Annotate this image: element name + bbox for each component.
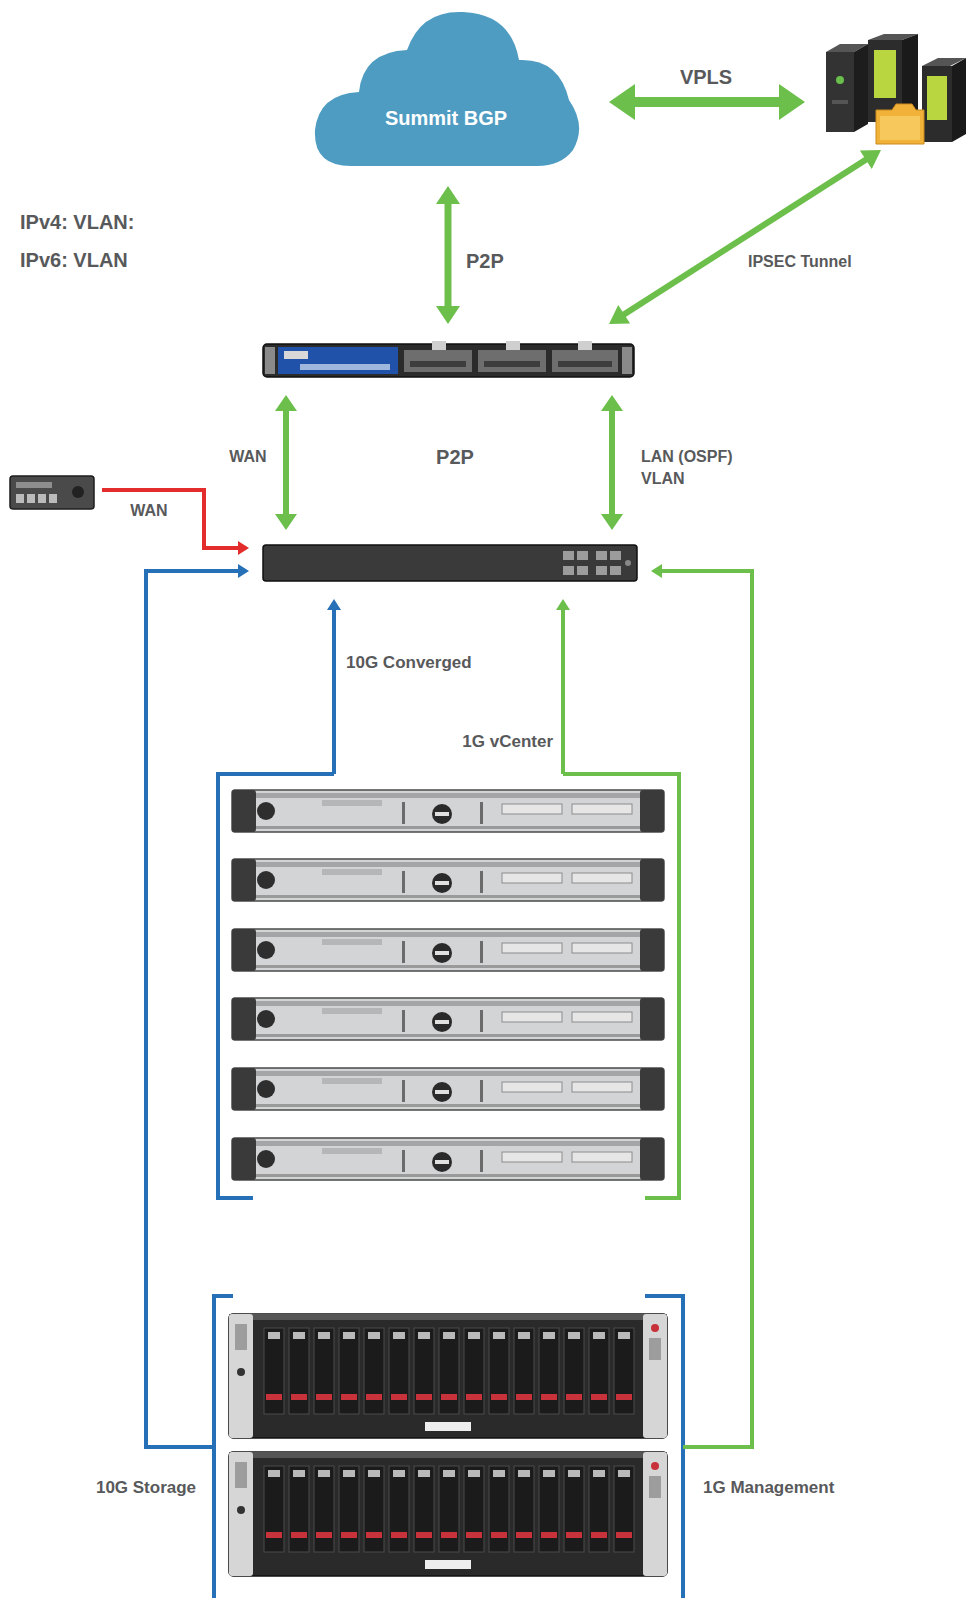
cloud-shape <box>311 8 581 168</box>
arrow-head <box>275 514 297 530</box>
link-label: WAN <box>229 446 266 468</box>
arrow-head <box>275 395 297 411</box>
note-label: P2P <box>436 444 474 471</box>
arrow-head <box>601 514 623 530</box>
link-line <box>561 609 565 775</box>
arrow-head <box>601 395 623 411</box>
link-label: LAN (OSPF) VLAN <box>641 446 759 490</box>
group-bracket <box>645 1296 683 1598</box>
group-bracket <box>214 1296 233 1598</box>
storage-array <box>229 1452 667 1576</box>
group-bracket <box>218 774 334 1198</box>
arrow-head <box>779 84 805 120</box>
arrow-head <box>609 84 635 120</box>
rack-server <box>232 1068 664 1110</box>
datacenter-icon <box>826 34 966 144</box>
arrow-head <box>651 564 662 578</box>
link-arrow <box>601 395 623 530</box>
server-group-node <box>216 772 681 1200</box>
link-line <box>661 571 753 1447</box>
rack-server <box>232 998 664 1040</box>
link-line <box>283 410 289 516</box>
link-line <box>146 571 240 1447</box>
link-arrow <box>651 564 752 1447</box>
group-bracket <box>563 774 679 1198</box>
arrow-head <box>327 599 341 610</box>
link-label: 10G Storage <box>96 1476 196 1499</box>
storage-array <box>229 1314 667 1438</box>
cloud-outline <box>315 12 579 166</box>
router-device <box>263 341 634 377</box>
cloud-node: Summit BGP <box>311 8 581 168</box>
link-line <box>623 159 867 315</box>
link-arrow <box>609 84 805 120</box>
arrow-head <box>609 305 630 324</box>
link-arrow <box>436 186 460 324</box>
link-line <box>609 410 615 516</box>
link-arrow <box>275 395 297 530</box>
link-label: IPSEC Tunnel <box>748 251 852 273</box>
modem-device <box>10 476 94 509</box>
link-label: 10G Converged <box>346 651 472 674</box>
link-line <box>634 97 781 107</box>
link-label: 1G Management <box>703 1476 834 1499</box>
arrow-head <box>556 599 570 610</box>
link-label: WAN <box>130 500 167 522</box>
switch-device <box>263 545 637 581</box>
link-arrow <box>146 564 249 1447</box>
rack-server <box>232 859 664 901</box>
arrow-head <box>238 564 249 578</box>
link-line <box>445 203 452 308</box>
modem-node <box>10 476 94 509</box>
link-arrow <box>556 599 570 774</box>
link-label: P2P <box>466 248 504 275</box>
node-title: Summit BGP <box>385 106 507 130</box>
note-label: IPv6: VLAN <box>20 247 128 274</box>
datacenter-node <box>823 34 970 146</box>
link-arrow <box>609 150 881 324</box>
storage-group-node <box>212 1294 685 1598</box>
arrow-head <box>436 186 460 204</box>
link-arrow <box>327 599 341 774</box>
link-label: VPLS <box>680 64 732 91</box>
link-line <box>332 609 336 775</box>
rack-server <box>232 1138 664 1180</box>
rack-server <box>232 929 664 971</box>
arrow-head <box>238 541 249 555</box>
arrow-head <box>436 306 460 324</box>
link-label: 1G vCenter <box>462 730 553 753</box>
rack-server <box>232 790 664 832</box>
switch-node <box>263 545 637 581</box>
link-line <box>102 490 240 548</box>
note-label: IPv4: VLAN: <box>20 209 134 236</box>
arrow-head <box>860 150 881 169</box>
router-node <box>263 344 634 377</box>
link-arrow <box>102 490 249 555</box>
